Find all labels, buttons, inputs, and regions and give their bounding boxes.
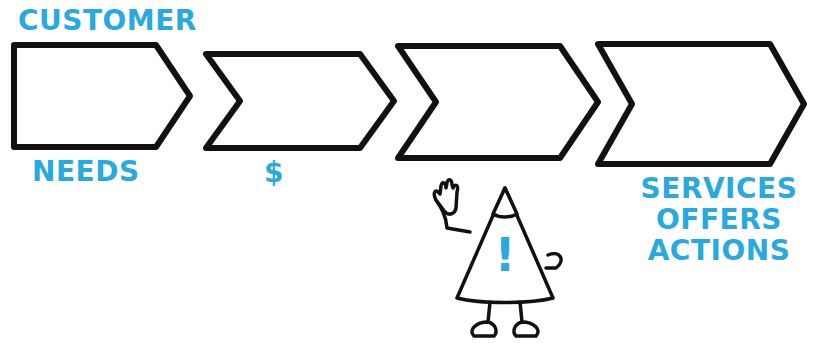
chevron-shape [594, 40, 808, 168]
chevron-shape [202, 50, 398, 152]
chevron-step: CUSTOMER NEEDS [10, 6, 194, 188]
step-label: $ [264, 158, 398, 189]
chevron-outline [598, 44, 804, 164]
chevron-shape [398, 46, 598, 158]
chevron-step: $ [202, 50, 398, 189]
step-label: CUSTOMER [18, 6, 194, 37]
step-label: NEEDS [32, 157, 194, 188]
step-label: SERVICES OFFERS ACTIONS [630, 174, 808, 266]
chevron-shape [10, 41, 194, 151]
chevron-step: SERVICES OFFERS ACTIONS [594, 40, 808, 266]
chevron-outline [14, 45, 190, 147]
character-symbol: ! [495, 232, 516, 278]
cone-character [434, 180, 561, 336]
chevron-outline [206, 54, 394, 148]
